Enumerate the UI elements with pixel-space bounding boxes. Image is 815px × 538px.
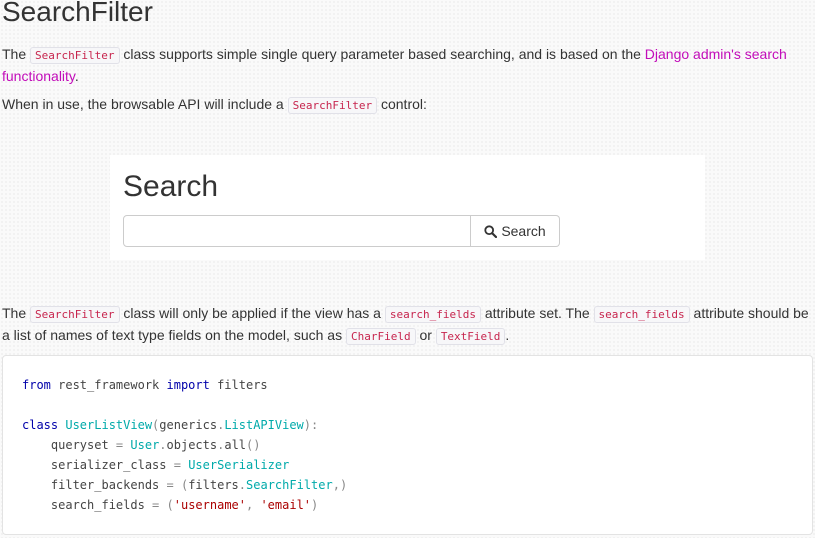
text: class supports simple single query param… — [119, 46, 645, 62]
module-name: filters — [188, 478, 239, 492]
text: class will only be applied if the view h… — [119, 305, 385, 321]
text: attribute should be a list of names of t… — [2, 305, 809, 343]
keyword: from — [22, 378, 51, 392]
text: When in use, the browsable API will incl… — [2, 96, 288, 112]
operator: = — [159, 478, 181, 492]
code-line: from rest_framework import filters — [22, 375, 793, 395]
search-fields-paragraph: The SearchFilter class will only be appl… — [2, 303, 812, 347]
punct: ): — [303, 418, 319, 432]
indent — [22, 478, 51, 492]
module-name: rest_framework — [50, 378, 167, 392]
base-class: ListAPIView — [224, 418, 304, 432]
search-icon — [484, 224, 498, 238]
section-heading: SearchFilter — [2, 0, 153, 27]
punct: . — [217, 418, 225, 432]
punct: ) — [311, 498, 319, 512]
punct: ( — [166, 498, 174, 512]
inline-code: TextField — [435, 328, 506, 345]
punct: ( — [152, 418, 160, 432]
code-block: from rest_framework import filters class … — [2, 355, 813, 535]
inline-code: SearchFilter — [30, 47, 120, 64]
text: control: — [377, 96, 427, 112]
indent — [22, 438, 51, 452]
inline-code: SearchFilter — [287, 97, 378, 114]
search-button[interactable]: Search — [471, 215, 560, 247]
keyword: import — [166, 378, 210, 392]
code-line: queryset = User.objects.all() — [22, 435, 793, 455]
search-button-label: Search — [501, 223, 546, 239]
import-name: filters — [209, 378, 268, 392]
punct: ,) — [332, 478, 348, 492]
punct: . — [238, 478, 247, 492]
code-line: filter_backends = (filters.SearchFilter,… — [22, 475, 793, 495]
punct: () — [246, 438, 261, 452]
django-admin-search-link[interactable]: Django admin's search functionality — [2, 46, 787, 84]
text: The — [2, 305, 31, 321]
punct: . — [159, 438, 167, 452]
indent — [22, 458, 51, 472]
class-ref: UserSerializer — [188, 458, 290, 472]
inline-code: search_fields — [593, 306, 690, 323]
inline-code: CharField — [345, 328, 416, 345]
code-line: class UserListView(generics.ListAPIView)… — [22, 415, 793, 435]
string-literal: 'username' — [173, 498, 246, 512]
attr-name: search_fields — [50, 498, 145, 512]
operator: = — [144, 498, 167, 512]
intro-paragraph: The SearchFilter class supports simple s… — [2, 44, 812, 86]
text: . — [505, 327, 510, 343]
text: The — [2, 46, 31, 62]
inline-code: SearchFilter — [30, 306, 120, 323]
inline-code: search_fields — [384, 306, 481, 323]
indent — [22, 498, 51, 512]
text: . — [74, 68, 79, 84]
attr: objects — [166, 438, 218, 452]
punct: . — [217, 438, 225, 452]
code-line: serializer_class = UserSerializer — [22, 455, 793, 475]
search-title: Search — [123, 170, 219, 203]
string-literal: 'email' — [260, 498, 312, 512]
attr: all — [224, 438, 247, 452]
text: or — [415, 327, 436, 343]
attr-name: filter_backends — [50, 478, 160, 492]
punct: ( — [180, 478, 189, 492]
class-name: UserListView — [58, 418, 153, 432]
browsable-api-paragraph: When in use, the browsable API will incl… — [2, 94, 427, 116]
operator: = — [166, 458, 189, 472]
class-ref: SearchFilter — [246, 478, 333, 492]
search-input[interactable] — [123, 215, 471, 247]
search-filter-demo: Search Search — [110, 155, 705, 260]
module-name: generics — [159, 418, 218, 432]
text: attribute set. The — [480, 305, 594, 321]
attr-name: serializer_class — [50, 458, 167, 472]
code-line: search_fields = ('username', 'email') — [22, 495, 793, 515]
attr-name: queryset — [50, 438, 109, 452]
code-line-blank — [22, 395, 793, 415]
punct: , — [246, 498, 261, 512]
keyword: class — [22, 418, 59, 432]
class-ref: User — [130, 438, 160, 452]
operator: = — [108, 438, 131, 452]
